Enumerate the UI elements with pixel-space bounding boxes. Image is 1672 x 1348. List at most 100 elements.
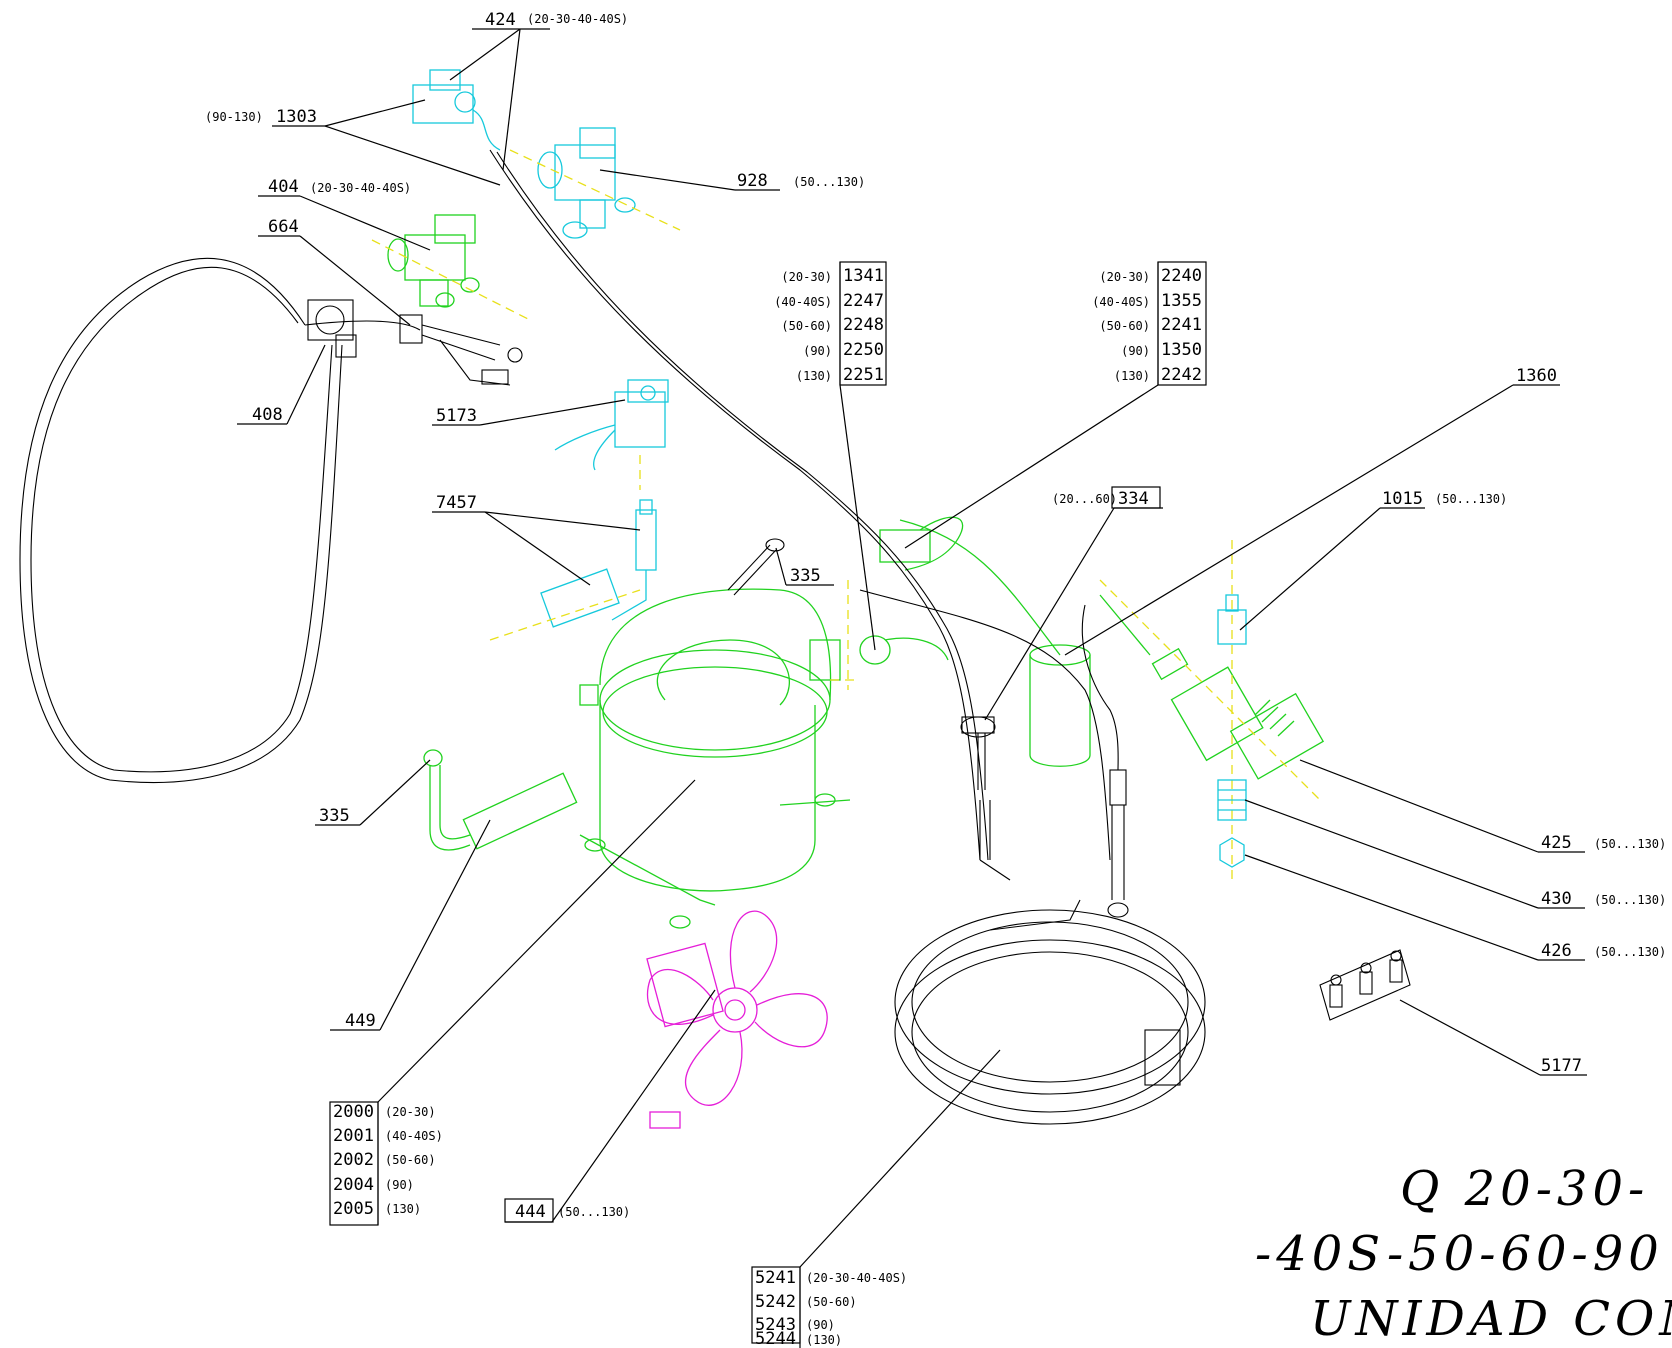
callout-group-1341: (20-30) 1341 (40-40S) 2247 (50-60) 2248 … bbox=[774, 261, 887, 386]
group-2000-models-4: (130) bbox=[385, 1202, 421, 1216]
callout-408: 408 bbox=[252, 405, 283, 425]
capacitor bbox=[899, 519, 1091, 767]
group-5241-models-1: (50-60) bbox=[806, 1295, 857, 1309]
group-2000-models-2: (50-60) bbox=[385, 1153, 436, 1167]
solenoid-valve-424 bbox=[412, 69, 501, 151]
callout-1015: 1015 bbox=[1382, 489, 1423, 509]
title-line-3: UNIDAD COND bbox=[1310, 1291, 1672, 1347]
callout-334: 334 bbox=[1118, 489, 1149, 509]
group-5241-num-2: 5243 bbox=[755, 1315, 796, 1335]
callout-664: 664 bbox=[268, 217, 299, 237]
callout-5173: 5173 bbox=[436, 406, 477, 426]
callout-7457: 7457 bbox=[436, 493, 477, 513]
group-2000-models-3: (90) bbox=[385, 1178, 414, 1192]
callout-group-5241: 5241 (20-30-40-40S) 5242 (50-60) 5243 (9… bbox=[751, 1266, 907, 1348]
group-2240-models-3: (90) bbox=[1121, 344, 1150, 358]
title-line-2: -40S-50-60-90 bbox=[1255, 1226, 1664, 1282]
group-2000-num-2: 2002 bbox=[333, 1150, 374, 1170]
callout-404: 404 bbox=[268, 177, 299, 197]
group-2240-num-2: 2241 bbox=[1161, 315, 1202, 335]
group-1341-models-2: (50-60) bbox=[781, 319, 832, 333]
group-2000-num-4: 2005 bbox=[333, 1199, 374, 1219]
solenoid-valve-928 bbox=[509, 127, 681, 239]
group-2240-models-4: (130) bbox=[1114, 369, 1150, 383]
group-5241-models-3: (130) bbox=[806, 1333, 842, 1347]
process-tube-335-upper bbox=[727, 538, 785, 596]
filter-drier-449 bbox=[423, 749, 578, 851]
solenoid-valve-404 bbox=[371, 214, 531, 321]
callout-1360: 1360 bbox=[1516, 366, 1557, 386]
nut-426 bbox=[1219, 837, 1245, 868]
group-1341-num-4: 2251 bbox=[843, 365, 884, 385]
callout-424-models: (20-30-40-40S) bbox=[527, 12, 628, 26]
callout-334-box bbox=[1111, 486, 1161, 509]
fan-motor-444 bbox=[646, 910, 828, 1129]
callout-group-2000: 2000 (20-30) 2001 (40-40S) 2002 (50-60) … bbox=[329, 1101, 443, 1226]
coil-5173 bbox=[554, 379, 669, 490]
group-2000-models-0: (20-30) bbox=[385, 1105, 436, 1119]
callout-group-2240: (20-30) 2240 (40-40S) 1355 (50-60) 2241 … bbox=[1092, 261, 1207, 386]
callout-425-models: (50...130) bbox=[1594, 837, 1666, 851]
solenoid-valve-425 bbox=[1099, 540, 1325, 880]
power-cord bbox=[19, 257, 421, 783]
relay bbox=[879, 516, 964, 571]
terminal-block-5177 bbox=[1319, 949, 1411, 1021]
group-2240-models-0: (20-30) bbox=[1099, 270, 1150, 284]
klixon bbox=[859, 635, 949, 665]
callout-444-box bbox=[504, 1198, 554, 1223]
callout-5177: 5177 bbox=[1541, 1056, 1582, 1076]
group-2240-num-1: 1355 bbox=[1161, 291, 1202, 311]
long-cable bbox=[489, 149, 1111, 861]
callout-404-models: (20-30-40-40S) bbox=[310, 181, 411, 195]
group-2240-num-3: 1350 bbox=[1161, 340, 1202, 360]
group-2000-num-3: 2004 bbox=[333, 1175, 374, 1195]
callout-334-models: (20...60) bbox=[1052, 492, 1117, 506]
group-2240-num-0: 2240 bbox=[1161, 266, 1202, 286]
group-5241-models-0: (20-30-40-40S) bbox=[806, 1271, 907, 1285]
group-1341-models-1: (40-40S) bbox=[774, 295, 832, 309]
group-1341-models-3: (90) bbox=[803, 344, 832, 358]
group-2000-num-1: 2001 bbox=[333, 1126, 374, 1146]
refrigerant-tubes bbox=[979, 604, 1129, 918]
callout-425: 425 bbox=[1541, 833, 1572, 853]
group-1341-num-2: 2248 bbox=[843, 315, 884, 335]
callout-928: 928 bbox=[737, 171, 768, 191]
callout-1303-models: (90-130) bbox=[205, 110, 263, 124]
group-5241-num-1: 5242 bbox=[755, 1292, 796, 1312]
callout-335-upper: 335 bbox=[790, 566, 821, 586]
group-1341-num-0: 1341 bbox=[843, 266, 884, 286]
group-1341-num-3: 2250 bbox=[843, 340, 884, 360]
cable-gland-664 bbox=[399, 314, 523, 386]
group-2240-models-2: (50-60) bbox=[1099, 319, 1150, 333]
group-5241-models-2: (90) bbox=[806, 1318, 835, 1332]
callout-426-models: (50...130) bbox=[1594, 945, 1666, 959]
callout-444: 444 bbox=[515, 1202, 546, 1222]
callout-424: 424 bbox=[485, 10, 516, 30]
group-5241-num-0: 5241 bbox=[755, 1268, 796, 1288]
callout-444-models: (50...130) bbox=[558, 1205, 630, 1219]
callout-1015-models: (50...130) bbox=[1435, 492, 1507, 506]
group-2240-num-4: 2242 bbox=[1161, 365, 1202, 385]
callout-430: 430 bbox=[1541, 889, 1572, 909]
group-2240-models-1: (40-40S) bbox=[1092, 295, 1150, 309]
pressure-switch-334 bbox=[847, 580, 996, 790]
group-1341-num-1: 2247 bbox=[843, 291, 884, 311]
group-1341-models-0: (20-30) bbox=[781, 270, 832, 284]
group-2000-num-0: 2000 bbox=[333, 1102, 374, 1122]
valve-body-7457 bbox=[489, 499, 657, 641]
fitting-1015 bbox=[1217, 594, 1247, 645]
callout-928-models: (50...130) bbox=[793, 175, 865, 189]
power-plug-408 bbox=[307, 299, 357, 358]
group-1341-models-4: (130) bbox=[796, 369, 832, 383]
callout-426: 426 bbox=[1541, 941, 1572, 961]
condenser-coil bbox=[894, 899, 1206, 1125]
group-5241-num-3: 5244 bbox=[755, 1329, 796, 1348]
callout-430-models: (50...130) bbox=[1594, 893, 1666, 907]
callout-335-lower: 335 bbox=[319, 806, 350, 826]
compressor bbox=[579, 588, 860, 929]
callout-1303: 1303 bbox=[276, 107, 317, 127]
leader-lines bbox=[237, 28, 1587, 1348]
title-line-1: Q 20-30- bbox=[1400, 1161, 1649, 1217]
callout-449: 449 bbox=[345, 1011, 376, 1031]
